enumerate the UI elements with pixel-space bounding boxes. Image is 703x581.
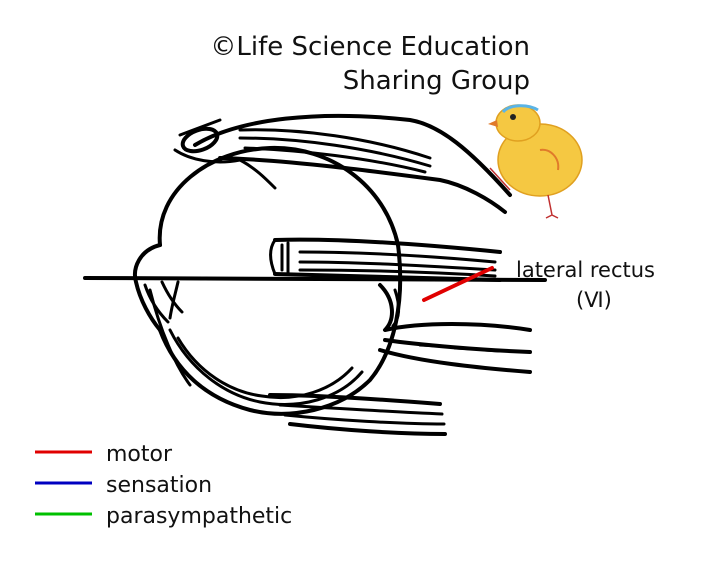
legend-label-motor: motor: [106, 442, 173, 467]
copyright-line-2: Sharing Group: [343, 66, 530, 96]
inferior-oblique-muscle: [268, 393, 447, 436]
muscle-name-label: lateral rectus: [516, 258, 655, 282]
muscle-nerve-label: (Ⅵ): [576, 288, 612, 312]
copyright-line-1: ©Life Science Education: [210, 32, 530, 62]
chick-mascot-icon: [488, 104, 583, 219]
lateral-rectus-muscle: [269, 237, 502, 282]
motor-pointer-line: [422, 266, 494, 302]
legend-label-parasympathetic: parasympathetic: [106, 504, 292, 529]
superior-oblique-muscle: [173, 113, 512, 214]
legend-label-sensation: sensation: [106, 473, 212, 498]
legend: motor sensation parasympathetic: [35, 442, 292, 529]
optic-nerve: [378, 283, 532, 374]
